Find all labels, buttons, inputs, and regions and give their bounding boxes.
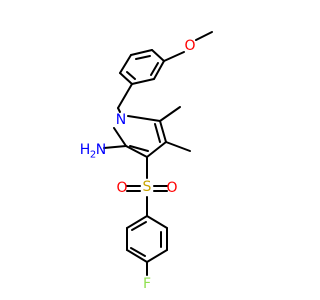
bond	[119, 54, 132, 74]
atom-oxygen-sulfonyl-left: O	[116, 180, 127, 196]
atom-nitrogen-ring: N	[116, 112, 126, 128]
bond	[159, 120, 167, 143]
bond	[195, 31, 213, 41]
pyrrole-ring	[113, 115, 167, 158]
atom-fluorine: F	[143, 276, 151, 292]
fluorophenyl-ring	[126, 215, 168, 263]
bond	[119, 72, 133, 85]
bond	[131, 78, 155, 85]
bond	[130, 49, 153, 56]
bond	[146, 141, 167, 158]
atom-sulfur: S	[143, 179, 152, 195]
bond	[126, 249, 148, 263]
bond-double	[135, 55, 151, 60]
bond	[117, 107, 121, 113]
amine-subscript: 2	[90, 150, 96, 161]
bond	[126, 215, 148, 229]
molecule-structure: O N H 2 N S O O F	[80, 31, 213, 292]
bond	[125, 145, 148, 158]
atom-oxygen-methoxy: O	[184, 38, 195, 54]
bond-double	[126, 71, 136, 80]
bond-double	[130, 247, 146, 257]
bond	[113, 127, 127, 147]
amine-group: H 2 N	[80, 142, 107, 161]
bond	[103, 145, 127, 149]
bond	[146, 215, 168, 229]
bond	[159, 106, 181, 122]
bond	[117, 83, 133, 109]
bond-double	[131, 221, 147, 231]
atom-oxygen-sulfonyl-right: O	[166, 180, 177, 196]
bond	[163, 51, 185, 62]
bond-double	[154, 123, 161, 143]
methoxyphenyl-ring	[119, 49, 165, 85]
bond	[127, 115, 161, 122]
bond-double	[129, 145, 149, 152]
bond-double	[150, 62, 159, 76]
amine-hydrogen: H	[80, 142, 91, 158]
bond	[153, 60, 165, 80]
bond	[165, 141, 191, 152]
amine-nitrogen: N	[96, 142, 106, 158]
bond	[146, 249, 168, 263]
bond	[151, 49, 165, 62]
